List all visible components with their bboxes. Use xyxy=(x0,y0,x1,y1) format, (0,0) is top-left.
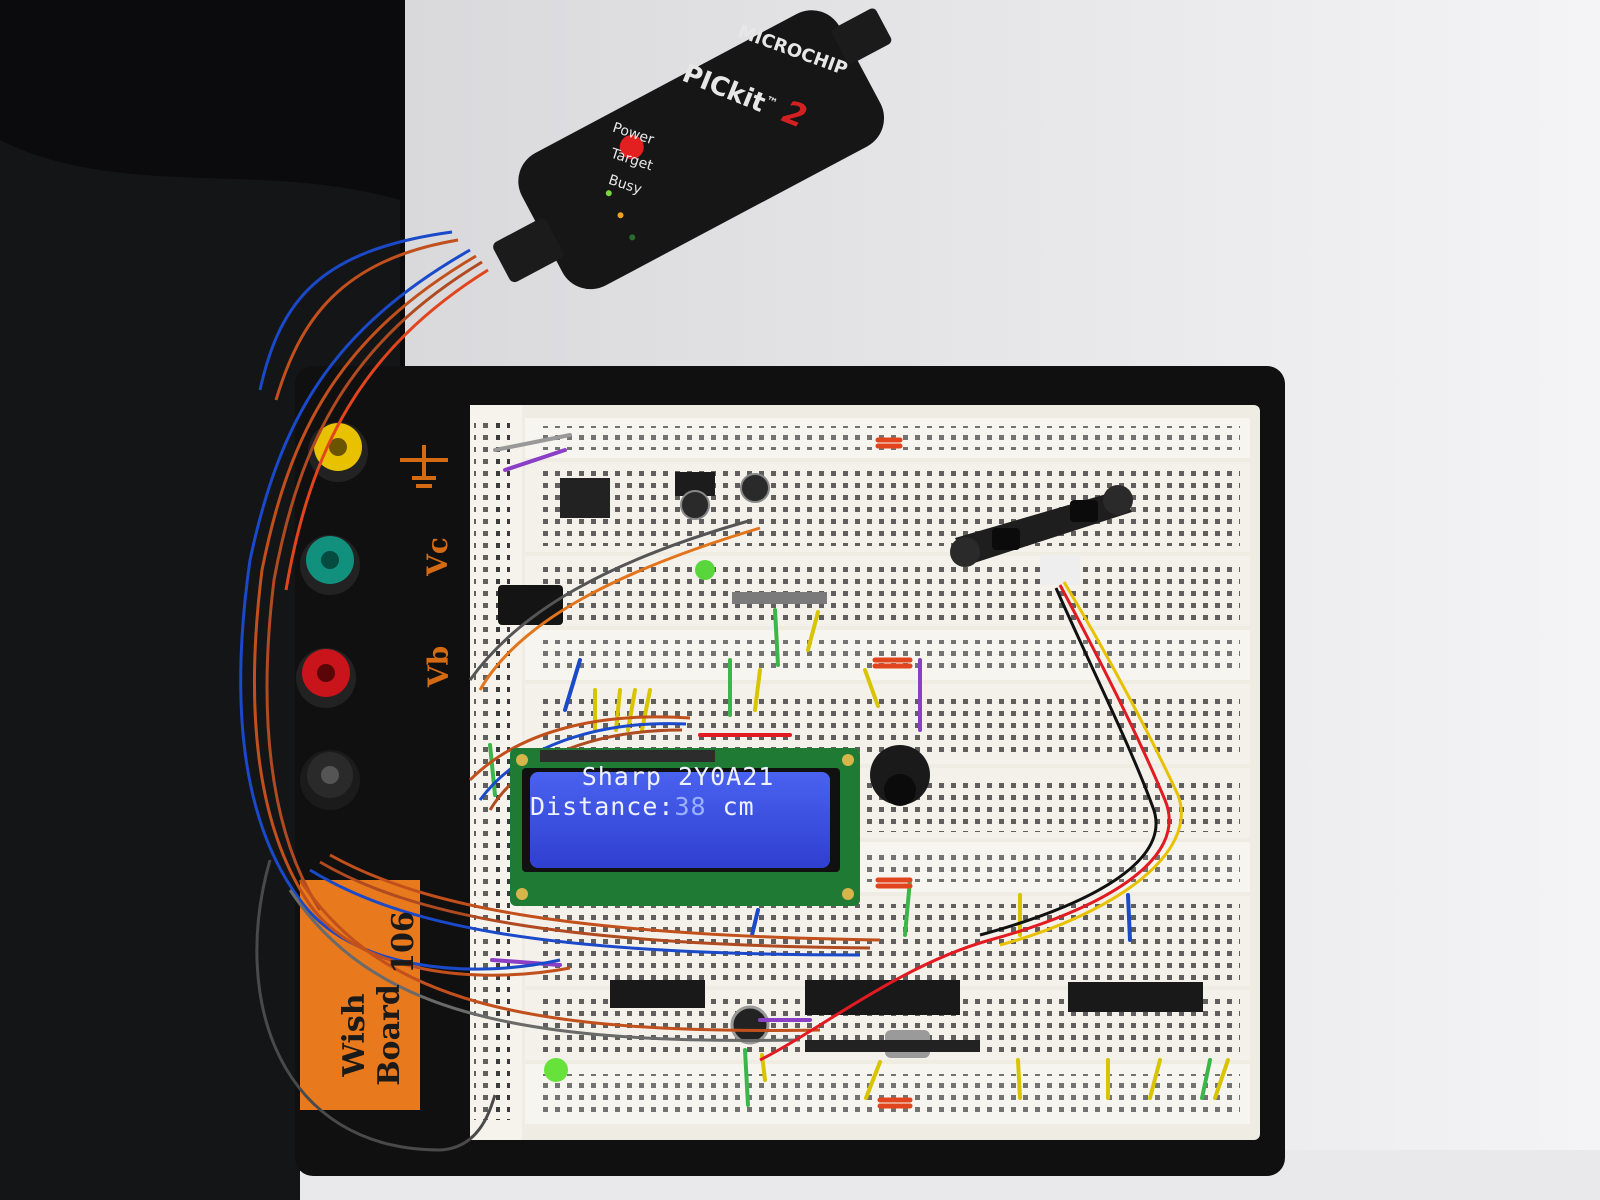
ground-post xyxy=(308,422,368,482)
status-led xyxy=(544,1058,568,1082)
lcd-distance-value: 38 xyxy=(674,792,707,821)
capacitor-2 xyxy=(680,490,710,520)
microcontroller-chip xyxy=(805,980,960,1015)
brand-vertical: Wish Board xyxy=(337,984,407,1086)
capacitor-1 xyxy=(740,473,770,503)
ir-distance-sensor xyxy=(950,485,1133,585)
lcd-pin-row xyxy=(540,750,715,762)
ic-chip-right xyxy=(1068,982,1203,1012)
lcd-screen xyxy=(530,772,830,868)
header-row xyxy=(805,1040,980,1052)
ground-symbol-icon xyxy=(400,445,448,488)
pin-header xyxy=(732,592,827,604)
lcd-line-2: Distance:38 cm xyxy=(528,792,828,822)
vc-post xyxy=(300,535,360,595)
terminal-label-vb: Vb xyxy=(422,645,456,688)
power-jack xyxy=(498,585,563,625)
jumper-wires xyxy=(488,433,1230,1109)
capacitor-3 xyxy=(730,1005,770,1045)
ic-chip-left xyxy=(610,980,705,1008)
lcd-display: Sharp 2Y0A21 Distance:38 cm xyxy=(528,762,828,862)
sensor-cable xyxy=(759,581,1183,1062)
green-led xyxy=(695,560,715,580)
diodes xyxy=(560,478,610,518)
vb-post xyxy=(296,648,356,708)
potentiometer xyxy=(870,745,930,806)
terminal-label-vc: Vc xyxy=(420,537,454,576)
lcd-distance-label: Distance: xyxy=(530,792,675,821)
brand-model-number: 106 xyxy=(385,911,421,974)
pickit-programmer xyxy=(493,8,892,290)
pickit-cable xyxy=(239,230,571,977)
lcd-distance-unit: cm xyxy=(706,792,755,821)
pickit-tm: ™ xyxy=(763,93,780,111)
lcd-line-1: Sharp 2Y0A21 xyxy=(581,762,775,791)
va-post xyxy=(300,750,360,810)
